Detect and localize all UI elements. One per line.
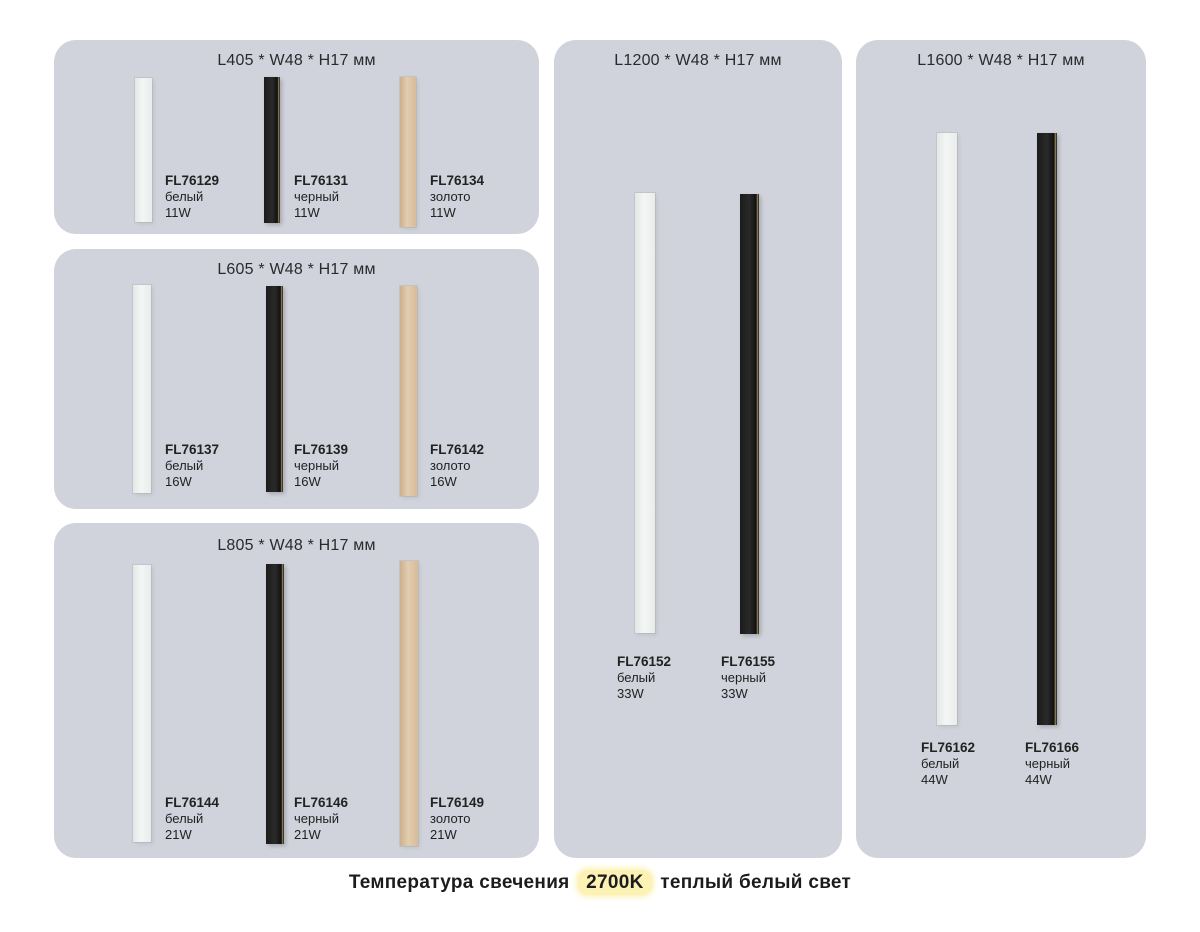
panel-title: L605 * W48 * H17 мм [217, 261, 376, 278]
product-label: FL76129 белый 11W [165, 173, 219, 221]
product-power: 44W [921, 772, 948, 787]
product-color: белый [921, 756, 960, 771]
panel-title: L1200 * W48 * H17 мм [614, 52, 782, 69]
product-power: 33W [617, 686, 644, 701]
product-color: белый [165, 458, 204, 473]
product-code: FL76155 [721, 654, 776, 669]
luminaire-image-white [133, 285, 151, 493]
product-color: золото [430, 811, 471, 826]
product-power: 21W [165, 827, 192, 842]
product-code: FL76142 [430, 442, 485, 457]
product-panel-l805: L805 * W48 * H17 мм FL76144 белый 21W FL… [54, 523, 539, 858]
product-power: 16W [165, 474, 192, 489]
luminaire-image-black [266, 286, 283, 492]
product-panel-l405: L405 * W48 * H17 мм FL76129 белый 11W FL… [54, 40, 539, 234]
product-power: 16W [430, 474, 457, 489]
product-power: 11W [294, 205, 320, 220]
caption-suffix: теплый белый свет [660, 872, 852, 893]
luminaire-image-white [135, 78, 152, 222]
product-code: FL76144 [165, 795, 220, 810]
product-code: FL76152 [617, 654, 672, 669]
product-power: 11W [165, 205, 191, 220]
caption-prefix: Температура свечения [348, 872, 570, 893]
product-code: FL76146 [294, 795, 349, 810]
product-code: FL76162 [921, 740, 976, 755]
product-label: FL76139 черный 16W [294, 442, 348, 490]
product-label: FL76149 золото 21W [430, 795, 484, 843]
product-power: 11W [430, 205, 456, 220]
product-code: FL76131 [294, 173, 349, 188]
product-color: черный [294, 458, 340, 473]
product-power: 33W [721, 686, 748, 701]
product-power: 44W [1025, 772, 1052, 787]
product-panel-l1600: L1600 * W48 * H17 мм FL76162 белый 44W F… [856, 40, 1146, 858]
color-temperature-caption: Температура свечения 2700K теплый белый … [0, 870, 1200, 895]
product-color: белый [165, 189, 204, 204]
product-label: FL76144 белый 21W [165, 795, 219, 843]
product-code: FL76149 [430, 795, 485, 810]
product-color: золото [430, 189, 471, 204]
product-label: FL76137 белый 16W [165, 442, 219, 490]
product-label: FL76142 золото 16W [430, 442, 484, 490]
product-color: белый [165, 811, 204, 826]
luminaire-image-black [266, 564, 284, 844]
luminaire-image-gold [400, 286, 417, 496]
panel-title: L1600 * W48 * H17 мм [917, 52, 1085, 69]
product-power: 16W [294, 474, 321, 489]
product-color: черный [294, 811, 340, 826]
product-label: FL76162 белый 44W [921, 740, 975, 788]
product-label: FL76166 черный 44W [1025, 740, 1079, 788]
luminaire-image-gold [400, 77, 416, 227]
product-panel-l1200: L1200 * W48 * H17 мм FL76152 белый 33W F… [554, 40, 842, 858]
product-power: 21W [430, 827, 457, 842]
product-code: FL76137 [165, 442, 220, 457]
luminaire-image-black [264, 77, 280, 223]
product-color: черный [721, 670, 767, 685]
color-temperature-badge: 2700K [578, 870, 652, 895]
product-code: FL76134 [430, 173, 485, 188]
product-color: белый [617, 670, 656, 685]
luminaire-image-black [740, 194, 759, 634]
luminaire-image-gold [400, 561, 418, 846]
luminaire-image-white [937, 133, 957, 725]
luminaire-image-black [1037, 133, 1057, 725]
product-label: FL76131 черный 11W [294, 173, 348, 221]
product-color: черный [1025, 756, 1071, 771]
product-code: FL76139 [294, 442, 349, 457]
panel-title: L405 * W48 * H17 мм [217, 52, 376, 69]
luminaire-image-white [133, 565, 151, 842]
product-code: FL76129 [165, 173, 220, 188]
product-color: черный [294, 189, 340, 204]
panel-title: L805 * W48 * H17 мм [217, 537, 376, 554]
product-color: золото [430, 458, 471, 473]
product-code: FL76166 [1025, 740, 1080, 755]
luminaire-image-white [635, 193, 655, 633]
product-label: FL76152 белый 33W [617, 654, 671, 702]
product-label: FL76155 черный 33W [721, 654, 775, 702]
product-power: 21W [294, 827, 321, 842]
product-label: FL76146 черный 21W [294, 795, 348, 843]
product-label: FL76134 золото 11W [430, 173, 484, 221]
product-panel-l605: L605 * W48 * H17 мм FL76137 белый 16W FL… [54, 249, 539, 509]
